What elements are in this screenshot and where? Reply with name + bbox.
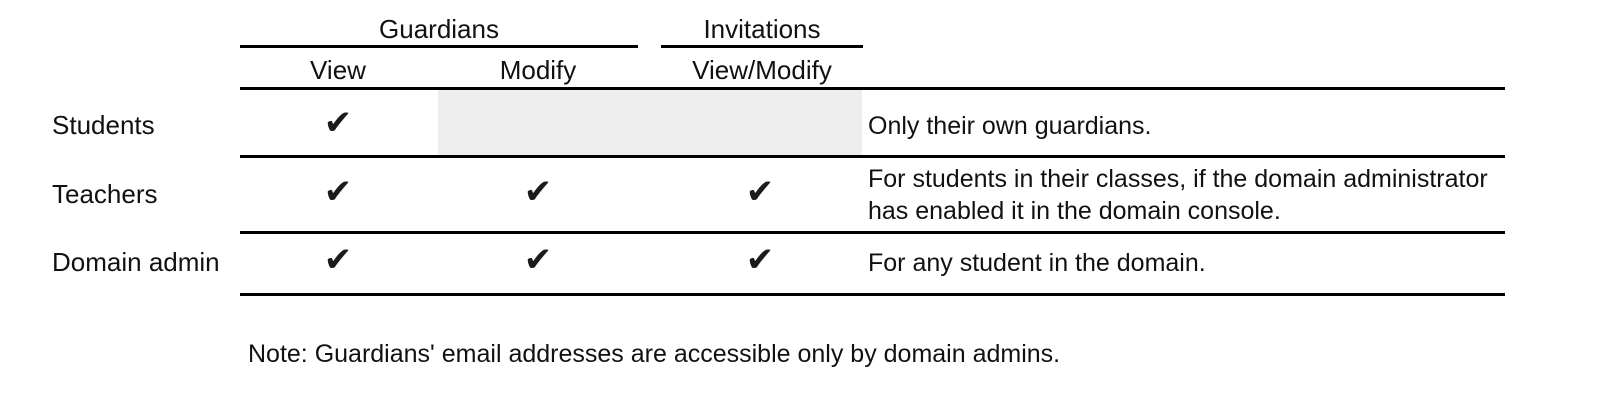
row-note-teachers: For students in their classes, if the do… [868, 163, 1508, 227]
column-group-header-invitations: Invitations [703, 14, 821, 44]
check-icon: ✔ [523, 172, 553, 212]
check-icon: ✔ [323, 240, 353, 280]
table-row-rule-students [240, 155, 1505, 158]
table-footnote: Note: Guardians' email addresses are acc… [248, 340, 1061, 368]
check-icon: ✔ [323, 103, 353, 143]
column-header-invitations-view-modify: View/Modify [692, 55, 832, 85]
column-header-guardians-modify: Modify [499, 55, 577, 85]
table-header-rule [240, 87, 1505, 90]
row-label-teachers: Teachers [52, 179, 158, 209]
table-bottom-rule [240, 293, 1505, 296]
not-applicable-cell-students [438, 90, 862, 155]
column-header-guardians-view: View [310, 55, 366, 85]
row-note-teachers-line1: For students in their classes, if the do… [868, 165, 1488, 193]
row-note-domain-admin: For any student in the domain. [868, 249, 1206, 277]
column-group-rule-invitations [661, 45, 863, 48]
column-group-header-guardians: Guardians [379, 14, 499, 44]
check-icon: ✔ [523, 240, 553, 280]
row-label-domain-admin: Domain admin [52, 247, 220, 277]
row-note-teachers-line2: has enabled it in the domain console. [868, 197, 1281, 225]
column-group-rule-guardians [240, 45, 638, 48]
check-icon: ✔ [323, 172, 353, 212]
row-label-students: Students [52, 110, 155, 140]
check-icon: ✔ [745, 172, 775, 212]
check-icon: ✔ [745, 240, 775, 280]
table-row-rule-teachers [240, 231, 1505, 234]
row-note-students: Only their own guardians. [868, 112, 1152, 140]
